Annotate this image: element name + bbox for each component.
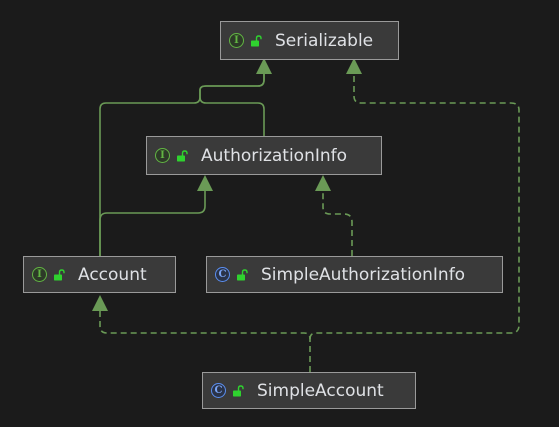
node-label: Serializable	[275, 30, 374, 51]
edge-simpleauthorizationinfo-implements-authorizationinfo	[322, 191, 353, 256]
edge-simpleaccount-implements-account	[99, 311, 311, 372]
node-label: SimpleAuthorizationInfo	[261, 264, 466, 285]
unlocked-public-icon	[54, 268, 65, 280]
arrowhead-serializable-dashed	[346, 58, 362, 74]
unlocked-public-icon	[237, 268, 248, 280]
unlocked-public-icon	[251, 34, 262, 46]
arrowhead-authorizationinfo-solid	[197, 175, 213, 191]
class-icon: C	[211, 383, 226, 398]
node-label: SimpleAccount	[257, 380, 384, 401]
edge-account-extends-authorizationinfo	[99, 191, 206, 256]
interface-icon: I	[229, 33, 244, 48]
node-authorization-info[interactable]: I AuthorizationInfo	[146, 136, 382, 175]
class-icon: C	[215, 267, 230, 282]
edge-simpleaccount-implements-serializable	[309, 73, 520, 340]
node-simple-account[interactable]: C SimpleAccount	[202, 372, 416, 409]
arrowhead-authorizationinfo-dashed	[315, 175, 331, 191]
unlocked-public-icon	[233, 384, 244, 396]
node-label: AuthorizationInfo	[201, 145, 348, 166]
edge-authorizationinfo-extends-serializable	[199, 73, 265, 136]
edge-account-extends-serializable	[99, 73, 265, 256]
node-label: Account	[78, 264, 147, 285]
node-serializable[interactable]: I Serializable	[220, 21, 399, 60]
unlocked-public-icon	[177, 149, 188, 161]
node-account[interactable]: I Account	[23, 256, 176, 293]
arrowhead-serializable-solid	[256, 58, 272, 74]
node-simple-authorization-info[interactable]: C SimpleAuthorizationInfo	[206, 256, 503, 293]
arrowhead-account-dashed	[92, 295, 108, 311]
interface-icon: I	[32, 267, 47, 282]
interface-icon: I	[155, 148, 170, 163]
